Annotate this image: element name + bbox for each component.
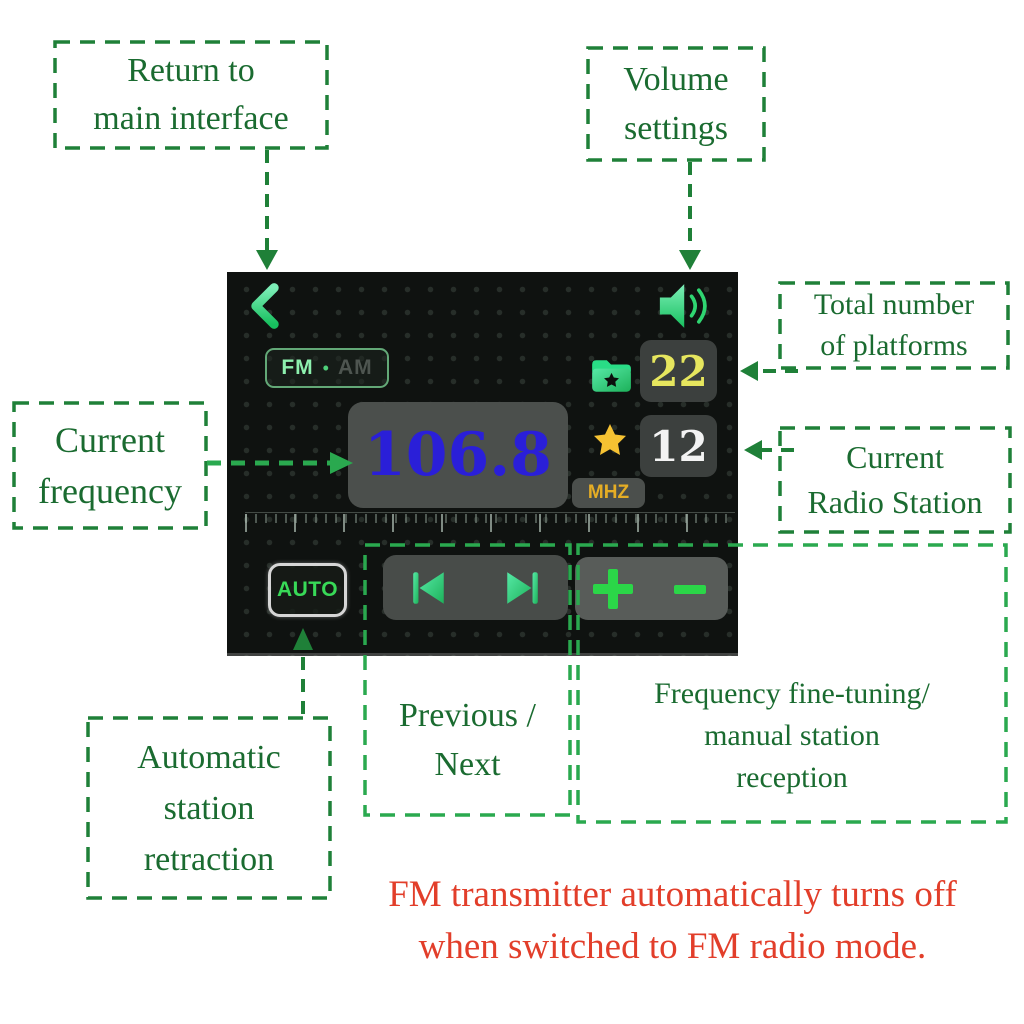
tuning-scale-major-ticks bbox=[245, 514, 735, 532]
frequency-value: 106.8 bbox=[364, 420, 552, 490]
folder-star-icon bbox=[592, 360, 631, 392]
star-icon bbox=[591, 422, 629, 460]
tune-down-button[interactable] bbox=[667, 566, 713, 612]
next-button[interactable] bbox=[499, 565, 545, 611]
auto-label: Automatic station retraction bbox=[137, 738, 281, 878]
frequency-display: 106.8 bbox=[348, 402, 568, 508]
tune-up-button[interactable] bbox=[590, 566, 636, 612]
station-number-value: 12 bbox=[649, 421, 708, 471]
tune-button-group bbox=[575, 557, 728, 620]
skip-previous-icon bbox=[413, 571, 444, 604]
frequency-label: Current frequency bbox=[38, 420, 182, 511]
platforms-count-badge: 22 bbox=[640, 340, 717, 402]
volume-label: Volume settings bbox=[623, 60, 729, 147]
band-am-label[interactable]: AM bbox=[337, 356, 373, 379]
station-number-badge: 12 bbox=[640, 415, 717, 477]
minus-icon bbox=[673, 584, 706, 594]
fm-transmitter-note: FM transmitter automatically turns off w… bbox=[388, 874, 957, 967]
plus-icon bbox=[593, 568, 634, 609]
platforms-label: Total number of platforms bbox=[813, 288, 975, 362]
arrowhead-volume bbox=[679, 250, 701, 270]
prev-next-button-group bbox=[383, 555, 568, 620]
auto-scan-label: AUTO bbox=[276, 578, 339, 601]
arrowhead-platforms bbox=[740, 361, 758, 381]
back-chevron-icon bbox=[251, 283, 279, 329]
band-separator: • bbox=[322, 358, 329, 378]
fine-tuning-label: Frequency fine-tuning/ manual station re… bbox=[654, 677, 930, 794]
platforms-count-value: 22 bbox=[649, 346, 708, 396]
back-button[interactable] bbox=[243, 282, 287, 330]
prev-next-label: Previous / Next bbox=[399, 696, 536, 783]
arrowhead-station bbox=[744, 440, 762, 460]
station-label: Current Radio Station bbox=[807, 439, 983, 520]
tuning-scale bbox=[245, 512, 735, 533]
auto-scan-button[interactable]: AUTO bbox=[268, 563, 347, 617]
band-toggle[interactable]: FM • AM bbox=[265, 348, 389, 388]
volume-button[interactable] bbox=[655, 278, 711, 334]
return-main-label: Return to main interface bbox=[93, 52, 289, 137]
frequency-unit-label: MHZ bbox=[587, 482, 630, 503]
band-fm-label[interactable]: FM bbox=[281, 356, 314, 379]
platforms-folder-button[interactable] bbox=[589, 354, 633, 398]
skip-next-icon bbox=[507, 571, 538, 604]
frequency-unit-badge: MHZ bbox=[572, 478, 645, 508]
speaker-icon bbox=[659, 284, 707, 328]
arrowhead-return-main bbox=[256, 250, 278, 270]
radio-panel: FM • AM 22 106.8 MHZ 12 bbox=[227, 272, 738, 656]
previous-button[interactable] bbox=[406, 565, 452, 611]
